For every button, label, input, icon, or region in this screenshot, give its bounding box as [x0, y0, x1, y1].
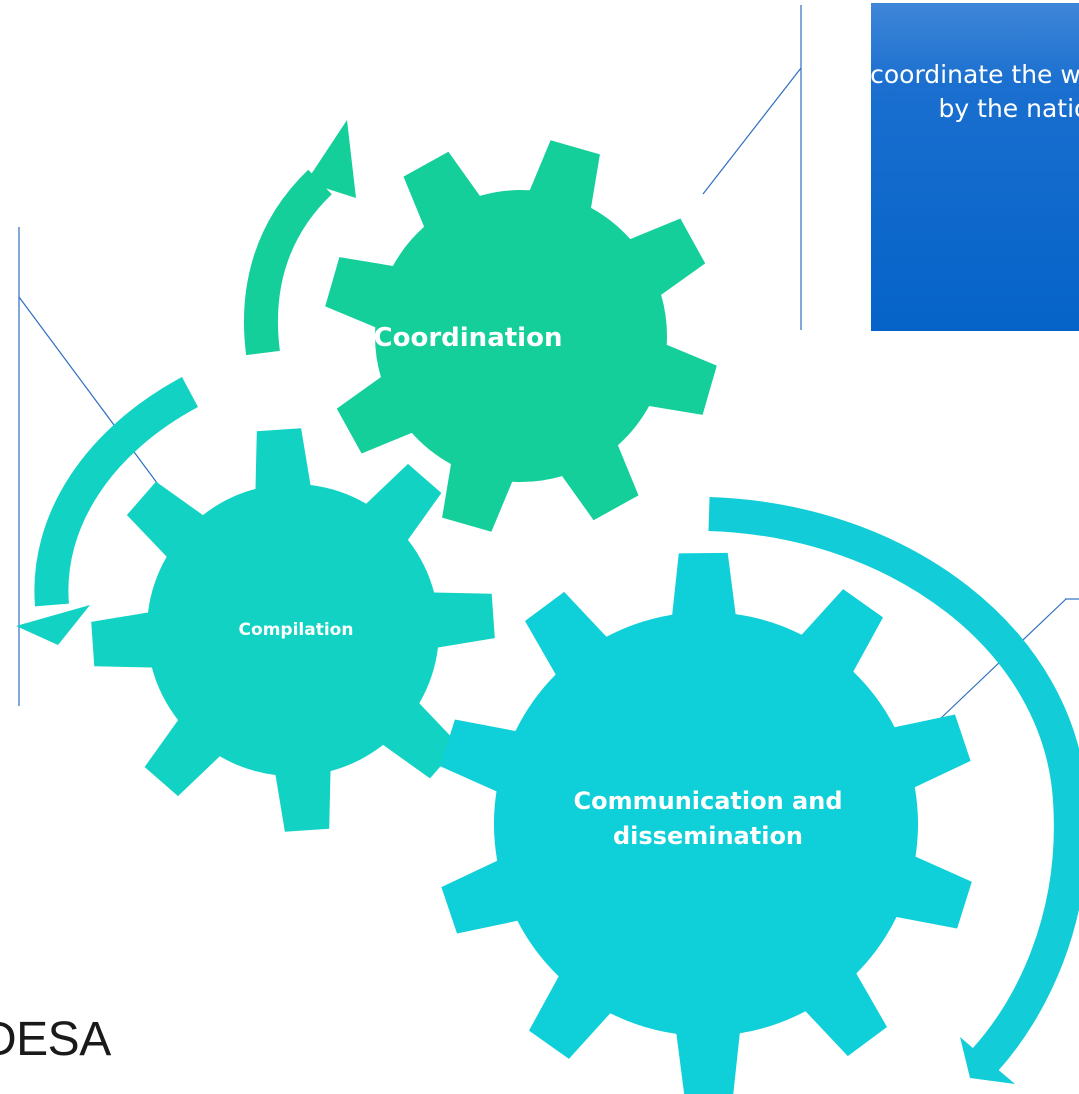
arrowhead-top-left: [306, 120, 356, 198]
arrowhead-right: [960, 1037, 1015, 1084]
callout-box: They coordinate the work carried out by …: [871, 3, 1079, 331]
gear-communication: [440, 552, 972, 1094]
gear-label-compilation: Compilation: [238, 620, 354, 640]
arrowhead-left: [16, 605, 90, 645]
gear-body-coordination: [325, 140, 717, 532]
callout-text: They coordinate the work carried out by …: [871, 60, 1079, 123]
gear-coordination: [325, 140, 717, 532]
connector-leader-compilation: [18, 296, 167, 496]
gear-label-coordination: Coordination: [373, 323, 563, 353]
gear-label-communication: Communication and dissemination: [573, 787, 843, 850]
arrow-shaft-top-left: [244, 169, 333, 356]
arrow-shaft-right: [708, 497, 1079, 1072]
gear-compilation: [91, 428, 495, 832]
connector-leader-coordination: [702, 67, 802, 195]
desa-logo-text: DESA: [0, 1013, 111, 1066]
cycle-arrows: [34, 169, 1079, 1072]
arrow-shaft-left: [34, 377, 199, 607]
gear-body-communication: [440, 552, 972, 1094]
gear-body-compilation: [91, 428, 495, 832]
